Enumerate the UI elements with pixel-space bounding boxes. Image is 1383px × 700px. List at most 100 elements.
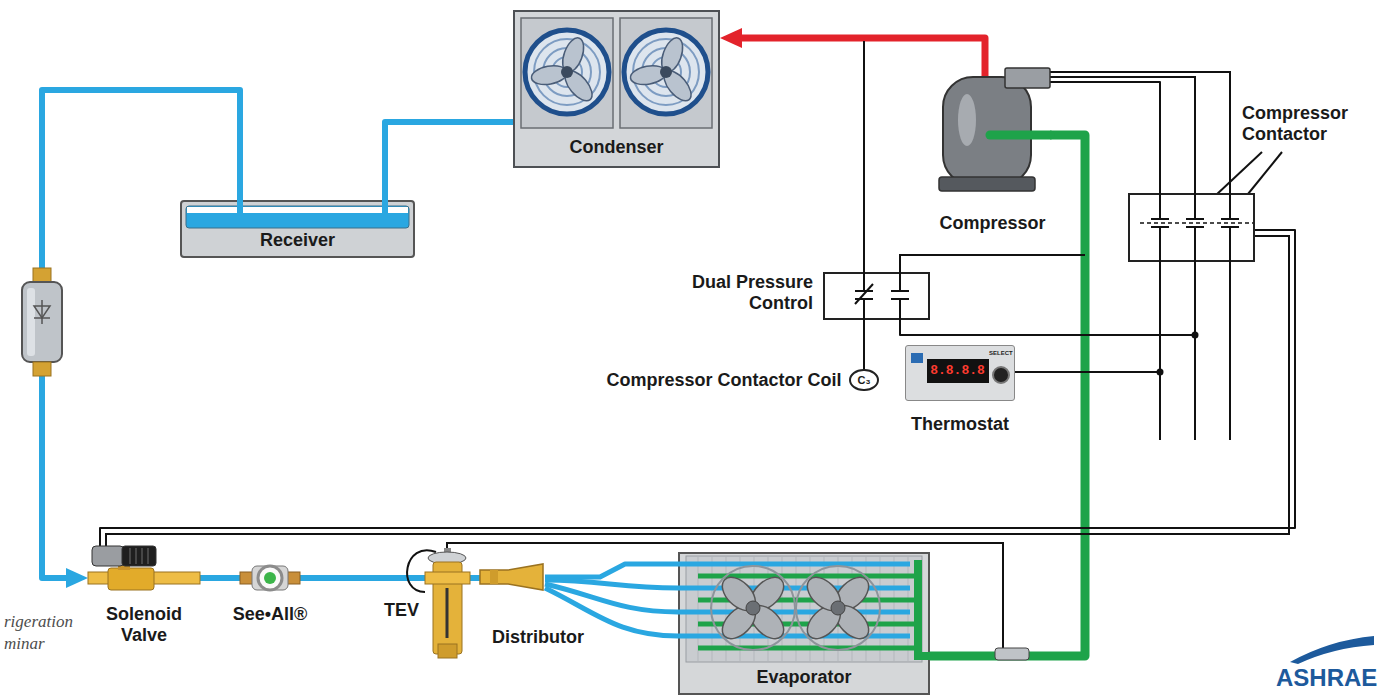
expansion-valve: TEV bbox=[425, 548, 470, 658]
control-wiring bbox=[1050, 77, 1195, 193]
wire-junction bbox=[1157, 369, 1164, 376]
evaporator-unit: Evaporator bbox=[678, 552, 930, 695]
compressor: Compressor bbox=[935, 65, 1050, 195]
part-label: TEV bbox=[384, 600, 419, 621]
part-label: Dual Pressure Control bbox=[678, 272, 813, 313]
solenoid-valve-icon bbox=[135, 548, 137, 564]
contactor-box-icon bbox=[1229, 227, 1231, 262]
evaporator-unit-icon bbox=[908, 557, 909, 661]
control-wiring bbox=[1050, 72, 1230, 193]
evaporator-unit-icon bbox=[894, 557, 895, 661]
condenser-unit-icon bbox=[525, 30, 609, 114]
condenser-unit-icon bbox=[659, 66, 696, 105]
filter-drier bbox=[22, 268, 62, 376]
contactor-box-icon bbox=[1159, 227, 1161, 262]
part-label: Compressor Contactor bbox=[1242, 103, 1377, 144]
evaporator-unit-icon bbox=[918, 560, 930, 656]
sight-glass-icon bbox=[258, 566, 282, 590]
evaporator-unit-icon bbox=[698, 646, 918, 651]
part-label: See•All® bbox=[233, 604, 308, 625]
expansion-valve-icon bbox=[425, 548, 470, 658]
control-wire bbox=[100, 230, 1295, 546]
contactor-box-icon bbox=[1194, 227, 1196, 262]
logo-text: ASHRAE bbox=[1276, 664, 1377, 692]
receiver-tank-icon bbox=[186, 206, 409, 228]
evaporator-unit-icon bbox=[866, 557, 867, 661]
discharge-line bbox=[734, 38, 985, 65]
contactor-box-icon bbox=[1128, 193, 1255, 262]
condenser-unit-icon bbox=[561, 66, 573, 78]
condenser-unit-icon bbox=[620, 18, 712, 128]
liquid-line bbox=[470, 575, 480, 581]
solenoid-valve-icon bbox=[141, 548, 143, 564]
receiver-tank: Receiver bbox=[180, 200, 415, 258]
compressor-icon bbox=[939, 177, 1035, 191]
part-label: Condenser bbox=[515, 137, 718, 158]
solenoid-valve: Solenoid Valve bbox=[88, 546, 200, 592]
sight-glass-icon bbox=[240, 572, 300, 584]
pressure-control-icon bbox=[823, 272, 930, 320]
control-wire bbox=[1015, 262, 1160, 372]
evaporator-unit-icon bbox=[726, 557, 727, 661]
evaporator-unit-icon bbox=[796, 566, 880, 650]
contactor-box-icon bbox=[1186, 218, 1204, 220]
wire-junction bbox=[1192, 332, 1199, 339]
condenser-unit-icon bbox=[624, 30, 708, 114]
distributor-icon bbox=[490, 570, 498, 584]
logo-swoosh bbox=[1290, 636, 1374, 664]
sensing-bulb bbox=[995, 648, 1029, 660]
solenoid-valve-icon bbox=[147, 548, 149, 564]
part-label: Solenoid Valve bbox=[98, 604, 190, 645]
node-text: Thermostat bbox=[911, 414, 1009, 435]
receiver-tank-icon bbox=[382, 200, 388, 220]
evaporator-unit-icon bbox=[716, 571, 761, 616]
contactor-box-icon bbox=[1221, 218, 1239, 220]
control-wiring bbox=[900, 255, 1085, 272]
evaporator-unit-icon bbox=[686, 556, 922, 662]
solenoid-valve-icon bbox=[108, 568, 154, 590]
distributor: Distributor bbox=[480, 563, 545, 591]
contactor-box-icon bbox=[1194, 193, 1196, 219]
pressure-control-icon bbox=[863, 272, 865, 291]
node-text: Compressor Contactor Coil bbox=[606, 370, 841, 390]
receiver-tank-icon bbox=[187, 207, 408, 213]
power-wire bbox=[1050, 82, 1160, 193]
evaporator-unit-icon bbox=[698, 557, 699, 661]
liquid-line bbox=[42, 90, 240, 578]
part-label: Compressor bbox=[939, 213, 1045, 234]
solenoid-valve-icon bbox=[122, 546, 156, 566]
compressor-icon bbox=[990, 131, 1050, 140]
node-text: C₃ bbox=[851, 371, 876, 389]
compressor-icon bbox=[935, 65, 1050, 195]
solenoid-valve-icon bbox=[88, 546, 200, 592]
sight-glass-icon bbox=[252, 566, 288, 590]
filter-drier bbox=[41, 300, 43, 324]
node-text: 8.8.8.8 bbox=[927, 359, 989, 383]
control-wiring bbox=[1194, 262, 1196, 440]
pressure-control-icon bbox=[855, 284, 873, 304]
contactor-box-icon bbox=[1140, 222, 1253, 224]
receiver-tank-icon bbox=[237, 200, 243, 220]
control-wiring bbox=[1159, 262, 1161, 440]
evaporator-unit-icon bbox=[746, 601, 760, 615]
evaporator-unit-icon bbox=[678, 634, 910, 639]
distributor-icon bbox=[480, 563, 545, 591]
thermostat-icon bbox=[993, 367, 1009, 383]
control-wiring bbox=[106, 236, 1289, 546]
node-text: SELECT bbox=[989, 350, 1013, 357]
condenser-unit-icon bbox=[521, 18, 613, 128]
pressure-control-icon bbox=[855, 290, 873, 292]
pressure-control-icon bbox=[899, 272, 901, 291]
evaporator-unit-icon bbox=[711, 566, 795, 650]
evaporator-unit-icon bbox=[801, 571, 846, 616]
filter-drier bbox=[33, 362, 51, 376]
part-label: Receiver bbox=[182, 230, 413, 251]
thermostat-icon bbox=[911, 353, 923, 363]
condenser-unit-icon bbox=[660, 66, 672, 78]
liquid-line bbox=[385, 122, 513, 200]
liquid-line bbox=[200, 575, 240, 581]
watermark-text: minar bbox=[4, 634, 45, 654]
evaporator-unit-icon bbox=[678, 562, 910, 567]
compressor-icon bbox=[1005, 68, 1050, 88]
